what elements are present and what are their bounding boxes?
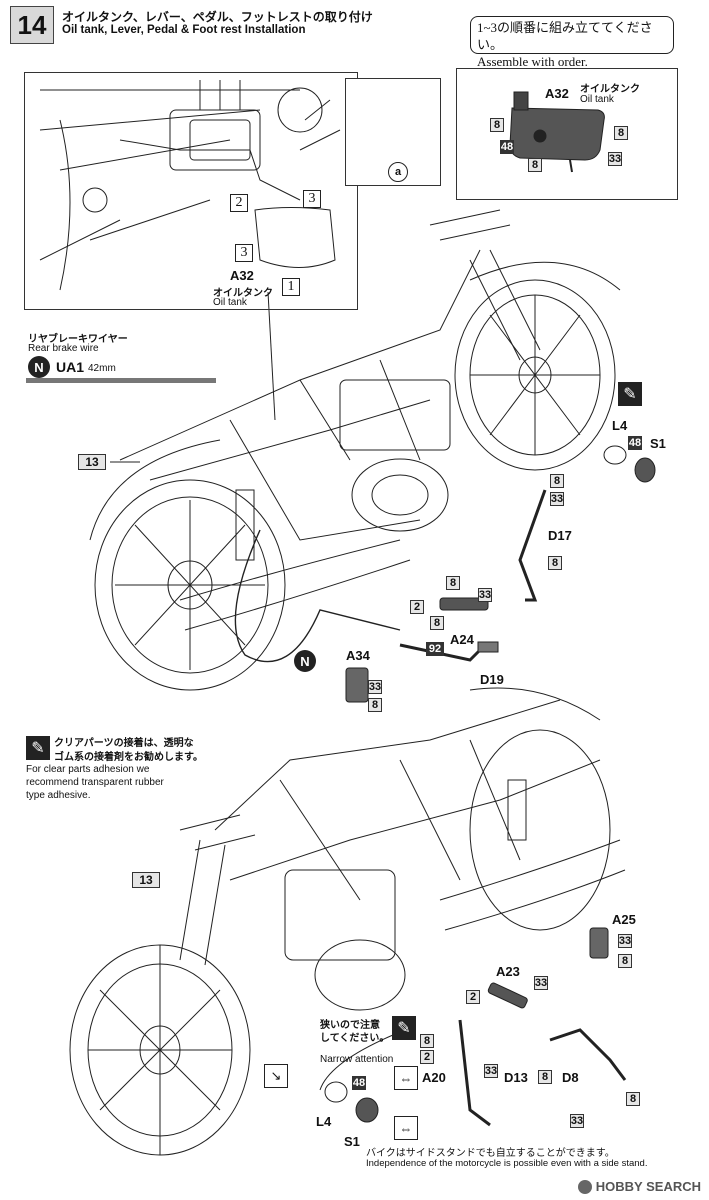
tank-ref-8b: 8 xyxy=(614,126,628,140)
footrest-ref-2: 2 xyxy=(410,600,424,614)
clear-note-en-1: For clear parts adhesion we xyxy=(26,764,150,775)
inset-part-name-jp: オイルタンク xyxy=(213,288,273,299)
narrow-jp-2: してください。 xyxy=(320,1033,390,1044)
a23-label: A23 xyxy=(496,964,520,979)
inset-part-code: A32 xyxy=(230,268,254,283)
a23-ref-33: 33 xyxy=(534,976,548,990)
bottom-ref-8: 8 xyxy=(420,1034,434,1048)
bottom-l4-ref: 48 xyxy=(352,1076,366,1090)
d17-ref-8b: 8 xyxy=(548,556,562,570)
watermark-logo-icon xyxy=(577,1179,592,1194)
a34-ref-8: 8 xyxy=(368,698,382,712)
d17-ref-8a: 8 xyxy=(550,474,564,488)
inset-part-name-en: Oil tank xyxy=(213,297,247,308)
bottom-l4-label: L4 xyxy=(316,1114,332,1129)
d8-label: D8 xyxy=(562,1070,579,1085)
bottom-frame-ref: 13 xyxy=(132,872,160,888)
inset-step-3a: 3 xyxy=(303,190,321,208)
d17-label: D17 xyxy=(548,528,572,543)
top-l4-label: L4 xyxy=(612,418,628,433)
a20-ref-33: 33 xyxy=(484,1064,498,1078)
d13-ref-8: 8 xyxy=(538,1070,552,1084)
step-title-jp: オイルタンク、レバー、ペダル、フットレストの取り付け xyxy=(62,10,373,24)
tank-ref-8a: 8 xyxy=(490,118,504,132)
tank-ref-48: 48 xyxy=(500,140,514,154)
narrow-jp-1: 狭いので注意 xyxy=(320,1020,380,1031)
top-frame-ref: 13 xyxy=(78,454,106,470)
mirror-icon: ↘ xyxy=(264,1064,288,1088)
footrest-ref-33: 33 xyxy=(478,588,492,602)
top-l4-ref: 48 xyxy=(628,436,642,450)
a24-label: A24 xyxy=(450,632,474,647)
step-number: 14 xyxy=(10,6,54,44)
brake-wire-label-en: Rear brake wire xyxy=(28,343,99,354)
a34-label: A34 xyxy=(346,648,370,663)
brake-wire-label-jp: リヤブレーキワイヤー xyxy=(28,334,128,345)
tank-ref-33: 33 xyxy=(608,152,622,166)
d17-ref-33: 33 xyxy=(550,492,564,506)
bottom-s1-label: S1 xyxy=(344,1134,360,1149)
step-title-en: Oil tank, Lever, Pedal & Foot rest Insta… xyxy=(62,24,306,36)
d13-label: D13 xyxy=(504,1070,528,1085)
watermark-text: HOBBY SEARCH xyxy=(595,1179,701,1194)
clear-note-jp-1: クリアパーツの接着は、透明な xyxy=(54,738,194,749)
tank-ref-8c: 8 xyxy=(528,158,542,172)
a34-ref-33: 33 xyxy=(368,680,382,694)
footrest-ref-8: 8 xyxy=(446,576,460,590)
tank-name-jp: オイルタンク xyxy=(580,84,640,95)
oil-tank-panel xyxy=(456,68,678,200)
inset-step-3b: 3 xyxy=(235,244,253,262)
watermark: HOBBY SEARCH xyxy=(577,1179,701,1194)
clear-note-en-2: recommend transparent rubber xyxy=(26,777,164,788)
detail-marker: a xyxy=(388,162,408,182)
footer-note-jp: バイクはサイドスタンドでも自立することができます。 xyxy=(366,1148,615,1159)
brake-wire-length: 42mm xyxy=(88,363,116,374)
a20-label: A20 xyxy=(422,1070,446,1085)
a23-ref-2: 2 xyxy=(466,990,480,1004)
a24-ref-8: 8 xyxy=(430,616,444,630)
inset-engine-panel xyxy=(24,72,358,310)
clear-note-jp-2: ゴム系の接着剤をお勧めします。 xyxy=(54,752,203,763)
inset-step-1: 1 xyxy=(282,278,300,296)
d8-ref-33: 33 xyxy=(570,1114,584,1128)
a24-ref-92: 92 xyxy=(426,642,444,656)
bottom-ref-2: 2 xyxy=(420,1050,434,1064)
top-s1-label: S1 xyxy=(650,436,666,451)
brake-wire-code: UA1 xyxy=(56,359,85,375)
footer-note-en: Independence of the motorcycle is possib… xyxy=(366,1158,648,1169)
a25-ref-33: 33 xyxy=(618,934,632,948)
brake-wire-bar xyxy=(26,378,216,383)
top-motorcycle-sketch xyxy=(89,209,656,703)
d8-ref-8: 8 xyxy=(626,1092,640,1106)
order-note-en: Assemble with order. xyxy=(477,54,588,69)
clear-note-en-3: type adhesive. xyxy=(26,790,91,801)
order-note-jp: 1~3の順番に組み立ててください。 xyxy=(477,20,653,52)
top-n-marker: N xyxy=(294,650,316,672)
attention-icon: ✎ xyxy=(392,1016,416,1040)
tank-name-en: Oil tank xyxy=(580,94,614,105)
bottom-motorcycle-sketch xyxy=(69,687,627,1156)
clear-glue-icon: ✎ xyxy=(618,382,642,406)
a25-ref-8: 8 xyxy=(618,954,632,968)
adhesive-icon: ✎ xyxy=(26,736,50,760)
narrow-en: Narrow attention xyxy=(320,1054,394,1065)
side-stand-icon: ⇔ xyxy=(394,1116,418,1140)
tank-part-code: A32 xyxy=(545,86,569,101)
a20-arrow-icon: ⇔ xyxy=(394,1066,418,1090)
d19-label: D19 xyxy=(480,672,504,687)
inset-engine-sketch xyxy=(39,80,341,291)
brake-wire-badge: N xyxy=(28,356,50,378)
a25-label: A25 xyxy=(612,912,636,927)
inset-step-2: 2 xyxy=(230,194,248,212)
order-note: 1~3の順番に組み立ててください。 Assemble with order. xyxy=(470,16,674,69)
